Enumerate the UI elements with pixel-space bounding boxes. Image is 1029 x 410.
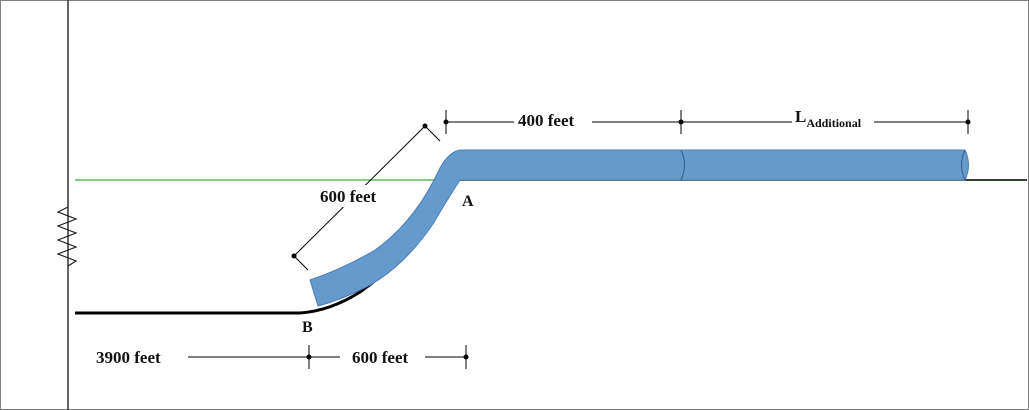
incline-dimension-end-top xyxy=(422,123,428,129)
top-right-label-bg xyxy=(792,106,874,132)
bottom-dimension-dot-end xyxy=(463,354,469,360)
spring-zigzag-icon xyxy=(56,206,78,267)
top-left-label-bg xyxy=(514,110,592,132)
pipe-body xyxy=(309,149,969,307)
point-b-label: B xyxy=(302,319,313,336)
incline-dimension-tick-top xyxy=(424,125,441,142)
ground-600-label: 600 feet xyxy=(352,348,409,367)
pipe-end-cap xyxy=(961,149,966,181)
top-dimension-dot-mid xyxy=(678,119,684,125)
ground-3900-label: 3900 feet xyxy=(96,348,161,367)
bottom-right-label-bg xyxy=(348,346,422,368)
incline-dimension-tick-bottom xyxy=(293,255,309,271)
bottom-dimension-dot-mid xyxy=(306,354,312,360)
incline-label-bg xyxy=(316,185,388,207)
top-dimension-dot-end xyxy=(965,119,971,125)
top-dimension-dot-start xyxy=(443,119,449,125)
incline-dimension-end-bottom xyxy=(291,253,297,259)
point-a-label: A xyxy=(462,193,474,210)
additional-length-label: LAdditional xyxy=(795,107,862,130)
horizontal-400-label: 400 feet xyxy=(518,111,575,130)
pipe-joint xyxy=(680,149,685,181)
incline-dimension-label: 600 feet xyxy=(320,187,377,206)
